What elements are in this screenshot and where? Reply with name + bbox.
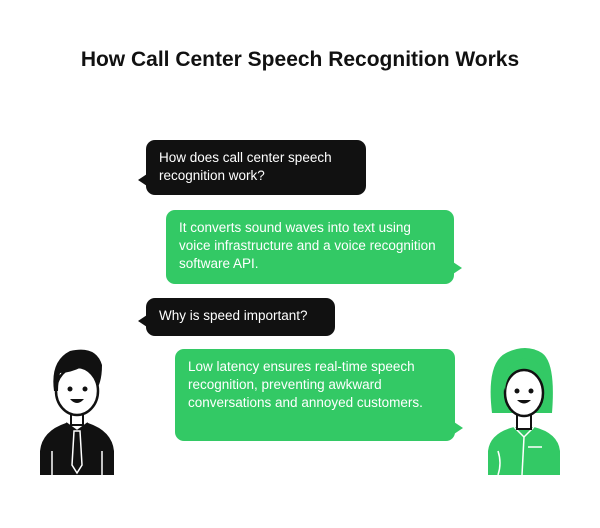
customer-avatar-icon [40,349,114,475]
bubble-tail [138,174,147,186]
message-text: How does call center speech recognition … [159,150,332,183]
message-text: It converts sound waves into text using … [179,220,436,271]
chat-bubble-answer-1: It converts sound waves into text using … [166,210,462,284]
message-text: Why is speed important? [159,308,308,323]
bubble-tail [454,422,463,434]
chat-bubble-answer-2: Low latency ensures real-time speech rec… [175,349,463,441]
bubble-tail [138,315,147,327]
chat-bubble-question-2: Why is speed important? [138,298,335,336]
agent-avatar-icon [488,348,560,476]
bubble-tail [453,262,462,274]
message-text: Low latency ensures real-time speech rec… [188,359,423,410]
chat-bubble-question-1: How does call center speech recognition … [138,140,366,195]
page-title: How Call Center Speech Recognition Works [80,48,520,71]
